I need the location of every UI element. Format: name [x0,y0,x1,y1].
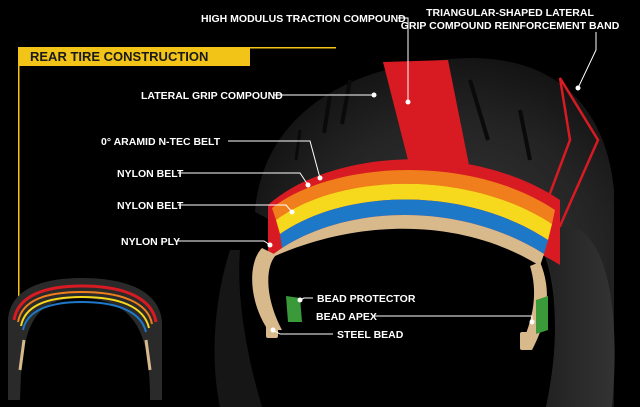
aramid-belt-layer [272,169,555,224]
label-nylon-belt-2: NYLON BELT [117,200,184,212]
bead-protector-right [536,296,548,334]
label-nylon-belt-1: NYLON BELT [117,168,184,180]
label-bead-apex: BEAD APEX [316,311,377,323]
leader-lines [178,17,597,335]
label-aramid: 0° ARAMID N-TEC BELT [101,136,221,148]
left-ply [252,248,282,330]
label-high-modulus: HIGH MODULUS TRACTION COMPOUND [201,13,406,25]
header-side-rule [18,66,20,303]
nylon-belt-2-layer [280,199,548,254]
label-steel-bead: STEEL BEAD [337,329,404,341]
steel-bead-right [520,332,532,350]
label-nylon-ply: NYLON PLY [121,236,180,248]
label-triangular-line1: TRIANGULAR-SHAPED LATERAL [426,7,594,19]
nylon-belt-1-layer [276,183,552,240]
tire-body [214,58,615,407]
header-background [18,47,250,66]
cross-section-layers [252,159,560,350]
label-bead-protector: BEAD PROTECTOR [317,293,416,305]
header-rule [250,47,336,49]
traction-compound-band [383,60,470,170]
inset-tire-cross-section [8,278,162,400]
header-title: REAR TIRE CONSTRUCTION [30,49,208,64]
header-bar: REAR TIRE CONSTRUCTION [18,47,336,303]
label-lateral-grip: LATERAL GRIP COMPOUND [141,90,283,102]
bead-protector-left [286,296,302,322]
labels: HIGH MODULUS TRACTION COMPOUND TRIANGULA… [101,7,620,341]
nylon-ply-layer [262,214,544,266]
label-triangular-line2: GRIP COMPOUND REINFORCEMENT BAND [401,20,620,32]
